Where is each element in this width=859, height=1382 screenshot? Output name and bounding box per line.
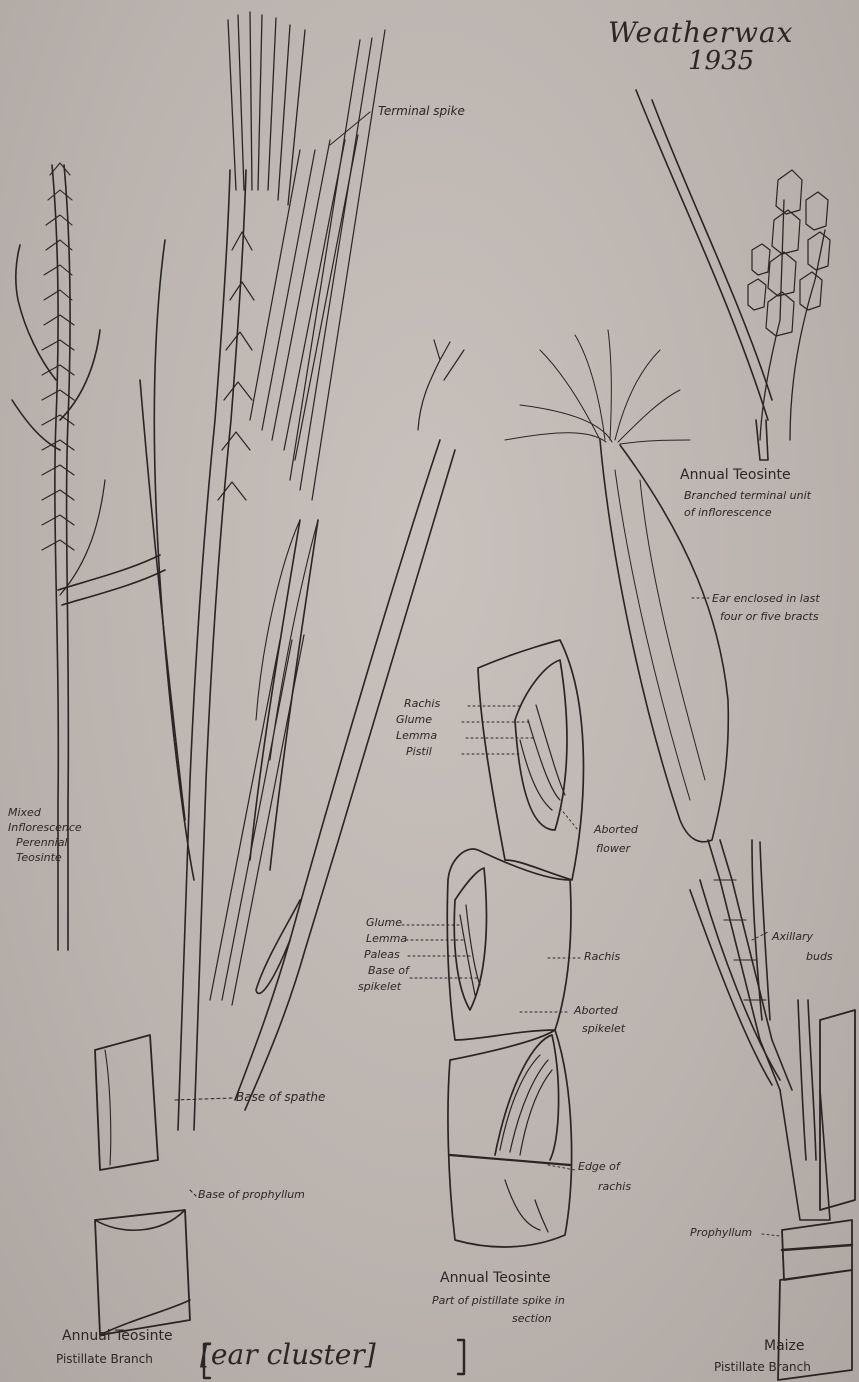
pistillate-branch-drawing xyxy=(95,12,464,1335)
ear-enclosed-label-1: Ear enclosed in last xyxy=(712,592,820,605)
aborted-flower-label-1: Aborted xyxy=(594,823,638,836)
caption-center-line3: section xyxy=(512,1312,552,1325)
terminal-spike-label: Terminal spike xyxy=(378,104,465,118)
caption-center-line2: Part of pistillate spike in xyxy=(432,1294,565,1307)
aborted-flower-label-2: flower xyxy=(596,842,630,855)
annotation-author: Weatherwax xyxy=(608,16,793,49)
terminal-unit-caption-1: Branched terminal unit xyxy=(684,489,811,502)
caption-left-title: Annual Teosinte xyxy=(62,1328,173,1344)
edge-of-rachis-label-1: Edge of xyxy=(578,1160,620,1173)
section-lower-glume: Glume xyxy=(366,916,402,929)
section-upper-glume: Glume xyxy=(396,713,432,726)
section-upper-lemma: Lemma xyxy=(396,729,437,742)
prophyllum-label: Prophyllum xyxy=(690,1226,752,1239)
caption-left-subtitle: Pistillate Branch xyxy=(56,1352,153,1366)
edge-of-rachis-label-2: rachis xyxy=(598,1180,631,1193)
section-lower-spikelet: spikelet xyxy=(358,980,401,993)
base-of-spathe-label: Base of spathe xyxy=(236,1090,325,1104)
ear-cluster-annotation: [ear cluster] xyxy=(200,1338,376,1371)
terminal-unit-title: Annual Teosinte xyxy=(680,467,791,483)
section-lower-paleas: Paleas xyxy=(364,948,400,961)
mixed-inflorescence-label-4: Teosinte xyxy=(16,851,62,864)
mixed-inflorescence-label-2: Inflorescence xyxy=(8,821,82,834)
section-upper-pistil: Pistil xyxy=(406,745,432,758)
axillary-buds-label-2: buds xyxy=(806,950,833,963)
section-lower-base-of: Base of xyxy=(368,964,409,977)
annotation-year: 1935 xyxy=(688,46,754,76)
aborted-spikelet-label-2: spikelet xyxy=(582,1022,625,1035)
base-of-prophyllum-label: Base of prophyllum xyxy=(198,1188,305,1201)
mixed-inflorescence-label-1: Mixed xyxy=(8,806,41,819)
mixed-inflorescence-label-3: Perennial xyxy=(16,836,68,849)
caption-right-title: Maize xyxy=(764,1338,805,1354)
ear-cluster-bracket-right xyxy=(458,1340,464,1374)
caption-right-subtitle: Pistillate Branch xyxy=(714,1360,811,1374)
terminal-unit-drawing xyxy=(636,90,830,460)
section-lower-lemma: Lemma xyxy=(366,932,407,945)
terminal-unit-caption-2: of inflorescence xyxy=(684,506,772,519)
axillary-buds-label-1: Axillary xyxy=(772,930,813,943)
section-upper-rachis: Rachis xyxy=(404,697,440,710)
caption-center-title: Annual Teosinte xyxy=(440,1270,551,1286)
rachis-right-label: Rachis xyxy=(584,950,620,963)
ear-and-maize-drawing xyxy=(505,330,855,1380)
ear-enclosed-label-2: four or five bracts xyxy=(720,610,819,623)
aborted-spikelet-label-1: Aborted xyxy=(574,1004,618,1017)
